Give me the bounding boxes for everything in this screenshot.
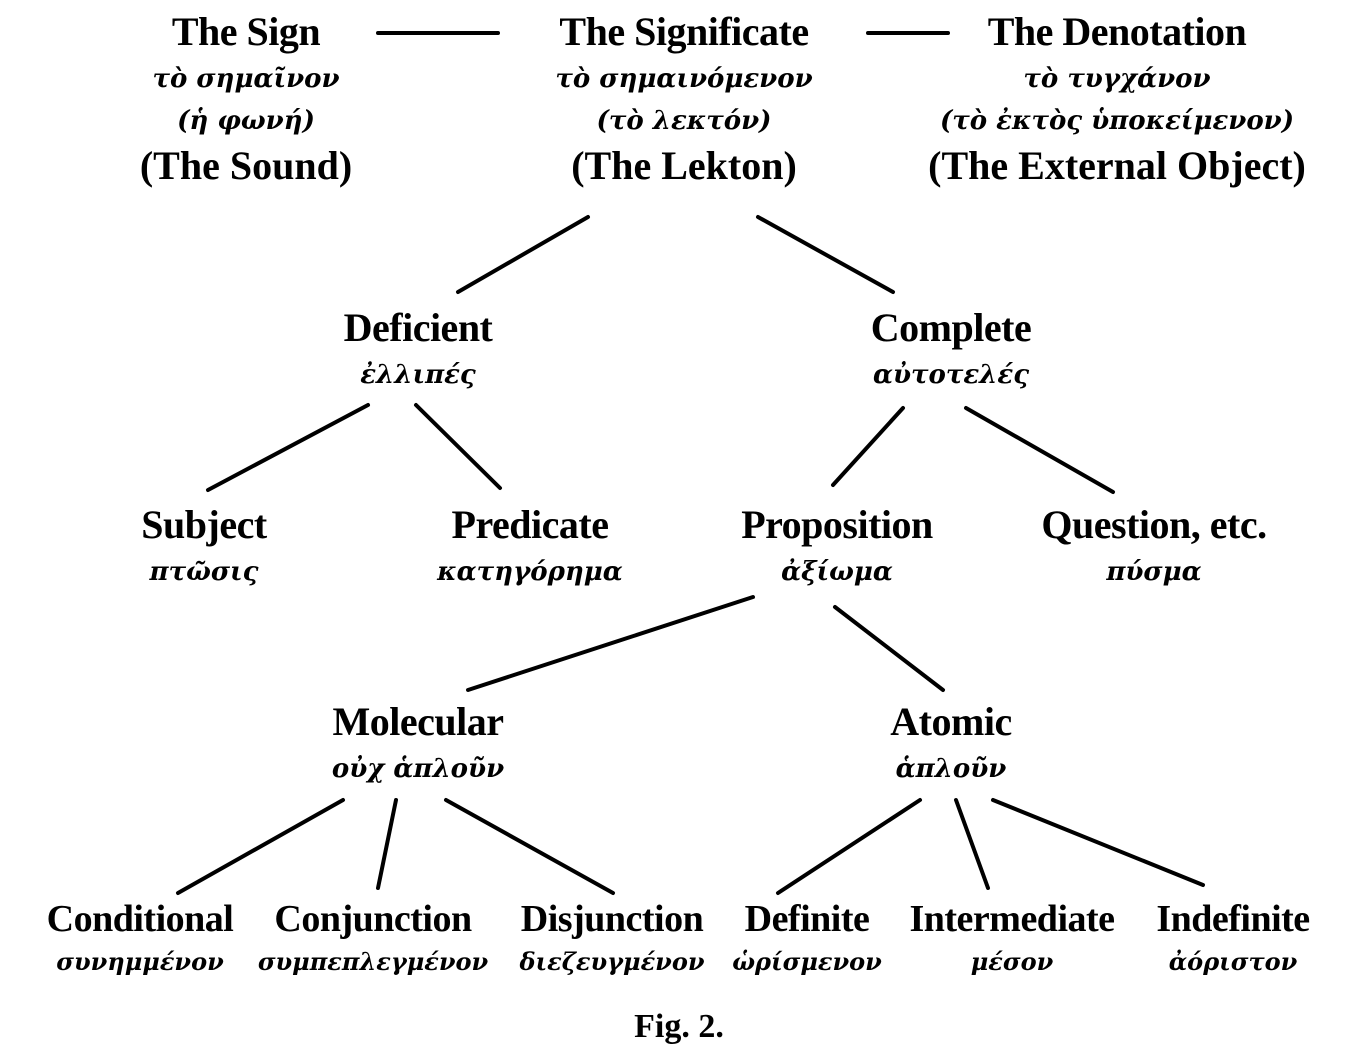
node-greek-alt: (ἡ φωνή): [177, 106, 315, 136]
node-label: The Denotation: [987, 9, 1247, 54]
node-label: Conjunction: [274, 898, 472, 940]
node-label: Predicate: [451, 502, 609, 547]
node-greek-term: κατηγόρημα: [437, 557, 623, 587]
node-greek-term: ἀόριστον: [1168, 947, 1298, 976]
node-greek-term: τὸ σημαινόμενον: [555, 64, 813, 94]
node-conditional: Conditional συνημμένον: [47, 900, 234, 974]
node-english-alt: (The Lekton): [571, 143, 797, 188]
node-greek-alt: (τὸ λεκτόν): [596, 106, 772, 136]
edge-molecular-conditional: [176, 798, 345, 895]
edge-atomic-intermediate: [954, 798, 990, 890]
edge-complete-question: [964, 406, 1115, 494]
node-greek-term: πύσμα: [1106, 557, 1202, 587]
edge-complete-proposition: [831, 406, 905, 487]
node-the-denotation: The Denotation τὸ τυγχάνον (τὸ ἐκτὸς ὑπο…: [928, 12, 1306, 186]
node-proposition: Proposition ἀξίωμα: [741, 502, 933, 587]
node-label: Conditional: [46, 898, 234, 940]
node-greek-term: συμπεπλεγμένον: [257, 947, 489, 976]
node-label: Indefinite: [1156, 898, 1310, 940]
node-label: Proposition: [741, 502, 933, 547]
node-complete: Complete αὐτοτελές: [870, 305, 1032, 390]
node-label: Question, etc.: [1041, 502, 1267, 547]
node-subject: Subject πτῶσις: [141, 502, 267, 587]
node-label: Molecular: [332, 699, 504, 744]
figure-caption: Fig. 2.: [634, 1008, 724, 1045]
edge-proposition-atomic: [833, 605, 945, 692]
node-intermediate: Intermediate μέσον: [909, 898, 1115, 976]
node-label: Subject: [141, 502, 267, 547]
node-label: Definite: [744, 898, 870, 940]
node-greek-term: πτῶσις: [149, 557, 259, 587]
node-english-alt: (The External Object): [928, 143, 1306, 188]
node-english-alt: (The Sound): [139, 143, 353, 188]
edge-deficient-subject: [206, 403, 370, 492]
node-deficient: Deficient ἐλλιπές: [343, 305, 493, 390]
node-label: Deficient: [343, 305, 493, 350]
node-label: Complete: [870, 305, 1032, 350]
node-greek-term: ἐλλιπές: [360, 360, 476, 390]
node-greek-term: τὸ σημαῖνον: [152, 64, 340, 94]
node-greek-alt: (τὸ ἐκτὸς ὑποκείμενον): [939, 106, 1295, 136]
edge-proposition-molecular: [466, 595, 755, 692]
node-question: Question, etc. πύσμα: [1041, 502, 1267, 587]
node-disjunction: Disjunction διεζευγμένον: [520, 900, 705, 974]
node-greek-term: αὐτοτελές: [872, 360, 1030, 390]
node-label: Disjunction: [520, 898, 704, 940]
edge-lekton-complete: [756, 215, 895, 294]
node-the-sign: The Sign τὸ σημαῖνον (ἡ φωνή) (The Sound…: [140, 12, 352, 186]
node-greek-term: οὐχ ἁπλοῦν: [331, 754, 505, 784]
node-greek-term: μέσον: [970, 947, 1054, 976]
node-atomic: Atomic ἁπλοῦν: [890, 699, 1012, 784]
edge-molecular-disjunction: [444, 798, 615, 895]
node-greek-term: διεζευγμένον: [519, 947, 705, 976]
node-greek-term: ὡρίσμενον: [732, 947, 882, 976]
node-label: Intermediate: [909, 898, 1115, 940]
node-label: The Significate: [559, 9, 809, 54]
node-label: The Sign: [171, 9, 321, 54]
edge-atomic-definite: [776, 798, 922, 895]
node-greek-term: τὸ τυγχάνον: [1023, 64, 1211, 94]
node-greek-term: συνημμένον: [56, 947, 224, 976]
node-label: Atomic: [890, 699, 1012, 744]
edge-atomic-indefinite: [991, 798, 1205, 887]
node-molecular: Molecular οὐχ ἁπλοῦν: [331, 699, 505, 784]
edge-molecular-conjunction: [376, 798, 398, 890]
node-greek-term: ἁπλοῦν: [895, 754, 1007, 784]
node-definite: Definite ὡρίσμενον: [732, 900, 882, 974]
edge-lekton-deficient: [456, 215, 590, 294]
edge-deficient-predicate: [414, 403, 502, 490]
node-predicate: Predicate κατηγόρημα: [437, 502, 623, 587]
node-greek-term: ἀξίωμα: [781, 557, 893, 587]
node-conjunction: Conjunction συμπεπλεγμένον: [258, 900, 488, 974]
node-indefinite: Indefinite ἀόριστον: [1156, 898, 1310, 976]
node-the-significate: The Significate τὸ σημαινόμενον (τὸ λεκτ…: [555, 12, 812, 186]
